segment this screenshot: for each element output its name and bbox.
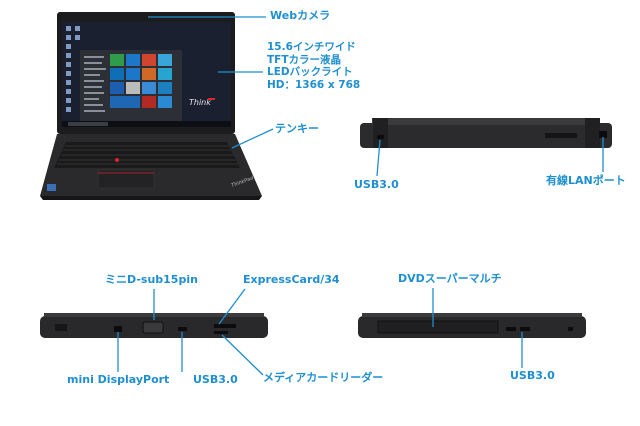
callout-lines — [117, 16, 604, 376]
label-mini-displayport: mini DisplayPort — [67, 373, 170, 386]
label-rear-usb: USB3.0 — [354, 178, 399, 191]
rear-lan-port — [599, 131, 607, 138]
mini-dsub-port — [142, 321, 164, 334]
laptop-base-edge — [40, 196, 262, 200]
rear-top-edge — [372, 118, 600, 125]
label-mini-dsub: ミニD-sub15pin — [105, 273, 198, 286]
start-menu-list — [84, 56, 106, 112]
mini-displayport-port — [114, 326, 122, 332]
right-usb-port-2 — [520, 327, 530, 331]
callout-expresscard — [218, 288, 246, 325]
lock-slot — [568, 327, 573, 331]
rear-body — [360, 123, 612, 148]
rear-usb-port — [377, 135, 384, 139]
key-grid — [57, 145, 238, 165]
card-reader-slot — [214, 331, 228, 334]
label-right-usb: USB3.0 — [510, 369, 555, 382]
label-display-specs: 15.6インチワイド TFTカラー液晶 LEDバックライト HD：1366 x … — [267, 41, 360, 91]
intel-sticker — [47, 184, 56, 191]
expresscard-slot — [214, 324, 236, 328]
display-spec-resolution: HD：1366 x 768 — [267, 78, 361, 91]
left-vent — [55, 324, 67, 331]
label-expresscard: ExpressCard/34 — [243, 273, 340, 286]
trackpoint — [115, 158, 119, 162]
callout-card-reader — [221, 334, 264, 376]
laptop-right-side-view — [358, 313, 586, 338]
right-side-top — [362, 313, 582, 317]
display-spec-backlight: LEDバックライト — [267, 66, 353, 78]
touchpad — [97, 169, 155, 189]
label-left-usb: USB3.0 — [193, 373, 238, 386]
taskbar — [62, 121, 231, 127]
desktop-icons — [66, 26, 80, 112]
display-spec-panel: TFTカラー液晶 — [267, 53, 341, 66]
callout-tenkey — [231, 128, 274, 149]
rear-vent — [545, 133, 577, 138]
screen-brand-mark — [208, 98, 215, 100]
label-tenkey: テンキー — [275, 122, 319, 135]
screen-brand-text: Think — [189, 98, 211, 107]
taskbar-search-box — [68, 122, 108, 126]
laptop-rear-view — [360, 118, 612, 148]
label-webcam: Webカメラ — [270, 9, 331, 22]
label-card-reader: メディアカードリーダー — [263, 371, 384, 384]
callout-rear-usb — [376, 139, 381, 177]
label-dvd-drive: DVDスーパーマルチ — [398, 272, 502, 285]
rear-hinge-right — [585, 118, 600, 148]
live-tiles — [110, 54, 172, 108]
dvd-drive-tray — [377, 320, 499, 334]
left-usb-port — [178, 327, 187, 331]
laptop-front-view: Think ThinkPad — [40, 12, 262, 200]
display-spec-size: 15.6インチワイド — [267, 41, 356, 53]
label-lan-port: 有線LANポート — [546, 174, 626, 187]
right-usb-port-1 — [506, 327, 516, 331]
rear-hinge-left — [373, 118, 388, 148]
